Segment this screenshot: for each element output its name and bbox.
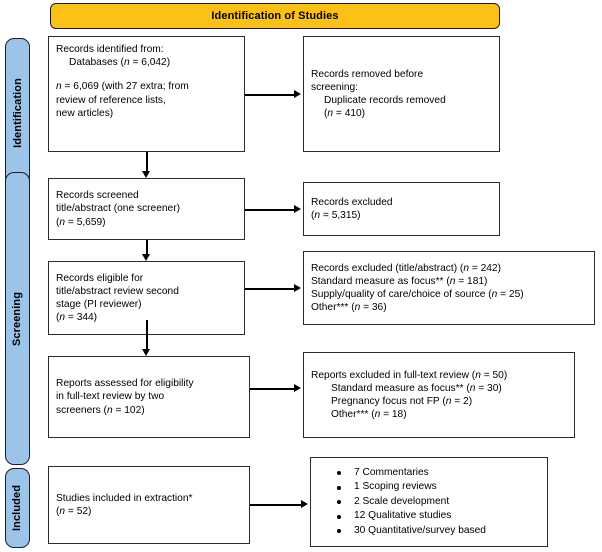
records-excluded-2-line-1: Records excluded (title/abstract) (n = 2… bbox=[311, 262, 501, 274]
records-eligible-line-3: stage (PI reviewer) bbox=[56, 299, 142, 310]
box-studies-included: Studies included in extraction* (n = 52) bbox=[48, 466, 250, 544]
reports-assessed-line-2: in full-text review by two bbox=[56, 391, 165, 403]
stage-label-identification: Identification bbox=[11, 78, 24, 148]
records-eligible-line-4: (n = 344) bbox=[56, 312, 98, 324]
records-excluded-1-line-1: Records excluded bbox=[311, 196, 393, 208]
reports-excluded-line-2: Standard measure as focus** (n = 30) bbox=[331, 382, 502, 394]
box-study-types: 7 Commentaries 1 Scoping reviews 2 Scale… bbox=[310, 457, 548, 547]
records-eligible-line-1: Records eligible for bbox=[56, 272, 144, 284]
arrow-identified-to-removed bbox=[294, 89, 301, 98]
records-removed-line-2: screening: bbox=[311, 81, 359, 93]
box-records-excluded-1: Records excluded (n = 5,315) bbox=[303, 182, 500, 236]
box-reports-assessed: Reports assessed for eligibility in full… bbox=[48, 356, 250, 438]
study-types-list: 7 Commentaries 1 Scoping reviews 2 Scale… bbox=[318, 466, 540, 539]
records-identified-line-2: Databases (n = 6,042) bbox=[69, 57, 171, 69]
connector-identified-to-screened bbox=[146, 152, 148, 172]
stage-pill-identification: Identification bbox=[5, 38, 30, 188]
arrow-identified-to-screened bbox=[142, 171, 150, 178]
arrow-eligible-to-excluded2 bbox=[294, 283, 301, 292]
list-item: 12 Qualitative studies bbox=[318, 509, 540, 524]
connector-included-to-types bbox=[250, 504, 302, 506]
records-identified-line-1: Records identified from: bbox=[56, 44, 164, 55]
connector-screened-to-eligible bbox=[146, 240, 148, 255]
box-records-removed: Records removed before screening: Duplic… bbox=[303, 36, 500, 152]
spacer bbox=[56, 69, 237, 80]
stage-pill-included: Included bbox=[5, 468, 30, 548]
records-identified-line-4: review of reference lists, bbox=[56, 94, 166, 106]
records-identified-line-5: new articles) bbox=[56, 107, 114, 119]
list-item: 30 Quantitative/survey based bbox=[318, 524, 540, 539]
records-excluded-1-line-2: (n = 5,315) bbox=[311, 210, 361, 221]
reports-excluded-line-4: Other*** (n = 18) bbox=[331, 409, 407, 421]
arrow-assessed-to-excluded bbox=[294, 383, 301, 392]
arrow-eligible-to-assessed bbox=[142, 349, 150, 356]
stage-label-screening: Screening bbox=[11, 291, 24, 346]
arrow-included-to-types bbox=[301, 499, 308, 508]
identification-of-studies-banner: Identification of Studies bbox=[50, 3, 500, 29]
records-excluded-2-line-3: Supply/quality of care/choice of source … bbox=[311, 289, 524, 300]
records-excluded-2-line-2: Standard measure as focus** (n = 181) bbox=[311, 275, 488, 287]
stage-label-included: Included bbox=[11, 484, 24, 532]
studies-included-line-1: Studies included in extraction* bbox=[56, 492, 193, 504]
records-eligible-line-2: title/abstract review second bbox=[56, 285, 179, 297]
reports-assessed-line-3: screeners (n = 102) bbox=[56, 404, 145, 416]
connector-assessed-to-excluded bbox=[250, 388, 295, 390]
connector-eligible-to-assessed bbox=[146, 320, 148, 350]
box-records-screened: Records screened title/abstract (one scr… bbox=[48, 178, 245, 240]
reports-excluded-line-1: Reports excluded in full-text review (n … bbox=[311, 369, 508, 381]
reports-excluded-line-3: Pregnancy focus not FP (n = 2) bbox=[331, 396, 473, 407]
banner-title: Identification of Studies bbox=[211, 10, 339, 22]
connector-identified-to-removed bbox=[245, 94, 295, 96]
box-reports-excluded: Reports excluded in full-text review (n … bbox=[303, 352, 575, 438]
records-screened-line-3: (n = 5,659) bbox=[56, 216, 106, 228]
stage-pill-screening: Screening bbox=[5, 172, 30, 465]
reports-assessed-line-1: Reports assessed for eligibility bbox=[56, 378, 194, 390]
list-item: 7 Commentaries bbox=[318, 466, 540, 481]
box-records-excluded-2: Records excluded (title/abstract) (n = 2… bbox=[303, 251, 595, 325]
records-removed-line-3: Duplicate records removed bbox=[324, 95, 446, 106]
records-screened-line-2: title/abstract (one screener) bbox=[56, 203, 181, 215]
box-records-identified: Records identified from: Databases (n = … bbox=[48, 36, 245, 152]
list-item: 1 Scoping reviews bbox=[318, 480, 540, 495]
arrow-screened-to-excluded bbox=[294, 204, 301, 213]
records-excluded-2-line-4: Other*** (n = 36) bbox=[311, 302, 387, 314]
studies-included-line-2: (n = 52) bbox=[56, 506, 92, 517]
records-screened-line-1: Records screened bbox=[56, 190, 139, 202]
records-removed-line-4: (n = 410) bbox=[324, 108, 366, 120]
connector-screened-to-excluded bbox=[245, 209, 295, 211]
arrow-screened-to-eligible bbox=[142, 254, 150, 261]
list-item: 2 Scale development bbox=[318, 495, 540, 510]
connector-eligible-to-excluded2 bbox=[245, 288, 295, 290]
records-removed-line-1: Records removed before bbox=[311, 68, 424, 80]
records-identified-line-3: n = 6,069 (with 27 extra; from bbox=[56, 81, 189, 93]
